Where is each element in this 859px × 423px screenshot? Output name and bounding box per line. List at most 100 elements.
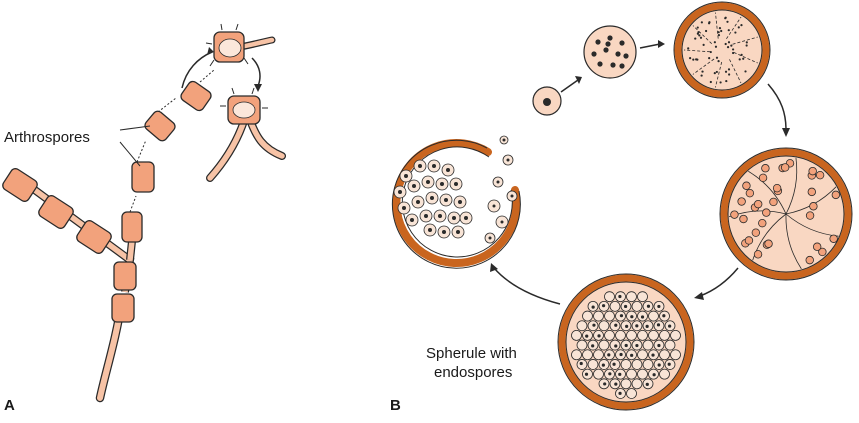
endospore <box>576 339 588 351</box>
cycle-arrow <box>699 267 739 297</box>
endospore <box>637 291 648 303</box>
endospore <box>598 320 610 332</box>
developing-endospore <box>812 242 822 251</box>
developing-endospore <box>744 236 754 245</box>
developing-endospore <box>753 250 763 259</box>
hyphal-segment <box>111 293 135 323</box>
endospore <box>593 368 604 380</box>
segmenting-spherule <box>674 2 770 98</box>
hyphal-segment <box>2 168 38 202</box>
developing-endospore <box>807 187 817 197</box>
endospore <box>587 359 599 370</box>
developing-endospore <box>815 170 825 180</box>
germinating-arthrospore <box>206 87 286 182</box>
developing-endospore <box>780 163 790 172</box>
arthrospore <box>131 161 155 193</box>
endospore <box>637 349 648 361</box>
endospore <box>604 310 615 322</box>
endospore <box>664 339 676 351</box>
cycle-arrow <box>767 83 787 131</box>
hyphal-segment <box>113 261 137 291</box>
endospore <box>626 291 637 303</box>
nucleus-dot <box>619 63 625 69</box>
nucleus-dot <box>610 62 616 68</box>
developing-endospore <box>742 181 751 190</box>
endospore <box>626 368 637 380</box>
spherule-label-line1: Spherule with <box>426 345 517 362</box>
hyphal-segment <box>38 195 74 229</box>
developing-endospore <box>737 197 746 206</box>
nucleus-dot <box>595 39 601 45</box>
endospore <box>604 329 615 341</box>
arthrospores-pointer <box>119 125 151 167</box>
nucleus-dot <box>619 40 625 46</box>
endospore <box>615 329 626 341</box>
hyphal-segment <box>76 220 112 254</box>
nucleus-dot <box>605 41 611 47</box>
hyphal-segment <box>121 211 143 243</box>
developing-endospore <box>758 218 767 228</box>
arthrospore <box>144 110 176 142</box>
developing-endospore <box>762 208 771 217</box>
endospore <box>648 310 659 322</box>
endospore <box>670 329 681 341</box>
germinating-arthrospore <box>205 23 276 67</box>
developing-endospore <box>764 239 773 248</box>
nucleus-dot <box>615 51 621 57</box>
cycle-arrow <box>560 79 579 93</box>
endospore <box>582 349 593 361</box>
developing-endospore <box>739 214 748 224</box>
developing-endospore <box>831 190 841 200</box>
rupturing-spherule-wall <box>392 139 521 267</box>
endospore <box>609 300 621 312</box>
endospore <box>631 378 643 390</box>
panel-b-letter: B <box>390 397 401 414</box>
cycle-arrow <box>493 267 561 305</box>
endospore <box>571 329 582 341</box>
spherule-label-line2: endospores <box>434 364 513 381</box>
developing-endospore <box>758 173 768 183</box>
developing-endospore <box>769 197 778 207</box>
endospore <box>620 359 632 370</box>
endospore <box>642 339 654 351</box>
developing-endospore <box>818 247 827 257</box>
endospore <box>593 349 604 361</box>
endospore <box>659 368 670 380</box>
endospore <box>648 329 659 341</box>
nucleus-dot <box>597 61 603 67</box>
endospore <box>631 300 643 312</box>
endospore <box>593 310 604 322</box>
endospore <box>604 291 615 303</box>
endospore <box>576 320 588 332</box>
endospore <box>637 329 648 341</box>
developing-endospore <box>829 234 838 243</box>
nucleus-dot <box>591 51 597 57</box>
endospore <box>626 388 637 399</box>
panel-a-hyphae <box>2 23 286 403</box>
endospore <box>598 339 610 351</box>
cycle-arrow <box>639 43 661 49</box>
endospore <box>642 359 654 370</box>
cycle-arrow <box>251 57 261 87</box>
developing-endospore <box>751 228 761 237</box>
developing-endospore <box>761 164 770 173</box>
endospore <box>620 378 632 390</box>
nucleus-dot <box>623 53 629 59</box>
panel-a-letter: A <box>4 397 15 414</box>
developing-endospore <box>809 202 818 211</box>
endospore <box>670 349 681 361</box>
endospore <box>659 329 670 341</box>
developing-endospore <box>805 255 814 265</box>
endospore <box>637 368 648 380</box>
arthrospores-label: Arthrospores <box>4 129 90 146</box>
developing-endospore <box>745 188 755 198</box>
arthrospore <box>180 80 212 112</box>
endospore <box>626 329 637 341</box>
endospore <box>659 349 670 361</box>
nucleus-dot <box>607 35 613 41</box>
developing-endospore <box>808 166 817 176</box>
developing-endospore <box>772 183 782 193</box>
developing-endospore <box>753 199 763 209</box>
